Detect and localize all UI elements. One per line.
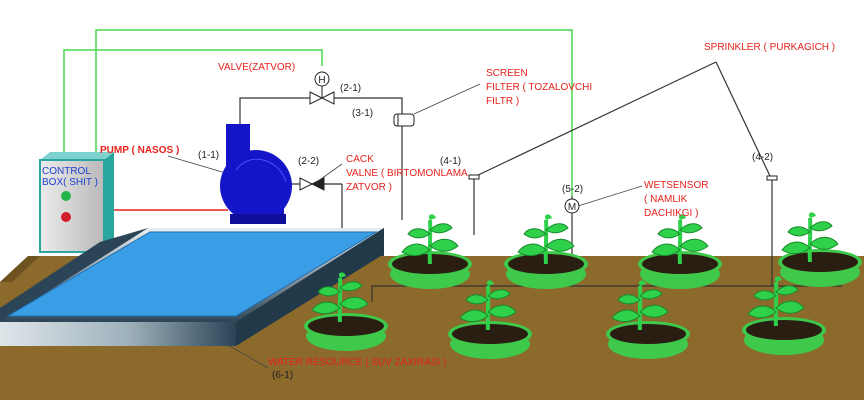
wetsensor-label-3: DACHIKGI ) (644, 208, 698, 219)
pump-code: (1-1) (198, 150, 219, 161)
wetsensor-symbol: M (568, 202, 576, 213)
valve-symbol: H (318, 75, 325, 86)
check-valve-label-1: CACK (346, 154, 374, 165)
plant-pot-2 (504, 212, 588, 289)
water-resource-label: WATER RESOURCE ( SUV ZAXIRASI ) (268, 357, 446, 368)
sprinkler-head-1 (468, 174, 480, 180)
sprinkler-label: SPRINKLER ( PURKAGICH ) (704, 42, 835, 53)
check-valve-label-2: VALNE ( BIRTOMONLAMA (346, 168, 468, 179)
wetsensor-label-1: WETSENSOR (644, 180, 708, 191)
screen-filter-label-3: FILTR ) (486, 96, 519, 107)
wet-sensor: M (564, 198, 580, 214)
screen-filter-label-2: FILTER ( TOZALOVCHI (486, 82, 592, 93)
check-valve (299, 177, 325, 191)
water-tank (0, 228, 384, 346)
plant-pot-1 (388, 212, 472, 289)
pump (220, 124, 292, 224)
ground-edge (0, 256, 40, 282)
gate-valve: H (309, 71, 335, 105)
check-valve-label-3: ZATVOR ) (346, 182, 392, 193)
water-code: (6-1) (272, 370, 293, 381)
valve-code: (2-1) (340, 83, 361, 94)
plant-pot-4 (778, 210, 862, 287)
control-box-label-1: CONTROL (42, 166, 91, 177)
check-valve-code: (2-2) (298, 156, 319, 167)
control-box (39, 152, 228, 253)
status-light-green (61, 191, 71, 201)
control-box-label-2: BOX( SHIT ) (42, 177, 98, 188)
status-light-red (61, 212, 71, 222)
wetsensor-label-2: ( NAMLIK (644, 194, 688, 205)
sprinkler-code-2: (4-2) (752, 152, 773, 163)
pump-label: PUMP ( NASOS ) (100, 145, 179, 156)
sprinkler-code-1: (4-1) (440, 156, 461, 167)
filter-code: (3-1) (352, 108, 373, 119)
control-wires (63, 29, 573, 196)
plant-pot-3 (638, 212, 722, 289)
wetsensor-code: (5-2) (562, 184, 583, 195)
valve-label: VALVE(ZATVOR) (218, 62, 295, 73)
sprinkler-head-2 (766, 175, 778, 181)
screen-filter (393, 113, 415, 127)
screen-filter-label-1: SCREEN (486, 68, 528, 79)
